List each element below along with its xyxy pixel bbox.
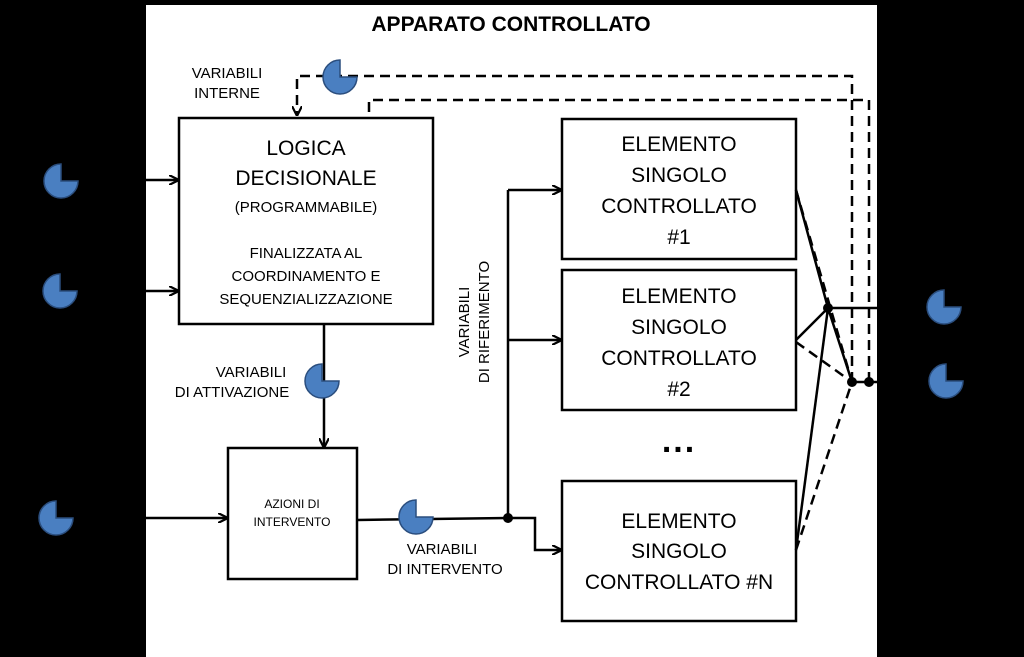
logic-decision-box: LOGICA DECISIONALE (PROGRAMMABILE) FINAL… (177, 116, 435, 326)
label-internal-vars-1: VARIABILI (192, 65, 263, 82)
logic-line2: DECISIONALE (235, 167, 376, 190)
ellipsis: ... (662, 422, 696, 460)
diagram-title: APPARATO CONTROLLATO (371, 13, 650, 36)
label-intervention-vars-2: DI INTERVENTO (387, 561, 502, 578)
element-1-line3: CONTROLLATO (601, 195, 757, 218)
element-box-2: ELEMENTO SINGOLO CONTROLLATO #2 (560, 268, 798, 412)
actions-line2: INTERVENTO (254, 515, 331, 529)
logic-line5: COORDINAMENTO E (232, 268, 381, 285)
logic-line4: FINALIZZATA AL (250, 245, 363, 262)
element-n-line1: ELEMENTO (621, 510, 736, 533)
internal-feedback-inner (367, 98, 871, 382)
logic-line6: SEQUENZIALIZZAZIONE (219, 291, 392, 308)
pacman-icon (926, 289, 962, 325)
actions-line1: AZIONI DI (264, 497, 319, 511)
reference-arrow-n (508, 516, 561, 550)
junction-feedback-1 (847, 377, 857, 387)
dashed-from-element-2 (795, 340, 853, 384)
element-2-line4: #2 (667, 378, 690, 401)
element-2-line3: CONTROLLATO (601, 347, 757, 370)
label-activation-vars-1: VARIABILI (216, 364, 287, 381)
pacman-icon (43, 163, 79, 199)
element-1-line2: SINGOLO (631, 164, 727, 187)
element-n-line3: CONTROLLATO #N (585, 571, 773, 594)
element-1-line1: ELEMENTO (621, 133, 736, 156)
logic-line1: LOGICA (266, 137, 345, 160)
output-line-2 (795, 307, 829, 341)
output-line-n (794, 307, 830, 551)
element-box-n: ELEMENTO SINGOLO CONTROLLATO #N (560, 479, 798, 623)
element-1-line4: #1 (667, 226, 690, 249)
logic-line3: (PROGRAMMABILE) (235, 199, 378, 216)
dashed-from-element-1 (794, 189, 854, 383)
pacman-icon (928, 363, 964, 399)
label-intervention-vars-1: VARIABILI (407, 541, 478, 558)
junction-intervention (503, 513, 513, 523)
label-activation-vars-2: DI ATTIVAZIONE (175, 384, 289, 401)
label-internal-vars-2: INTERNE (194, 85, 260, 102)
junction-output-1 (823, 303, 833, 313)
internal-feedback-outer (297, 74, 854, 382)
intervention-actions-box: AZIONI DI INTERVENTO (226, 446, 359, 581)
element-n-line2: SINGOLO (631, 540, 727, 563)
junction-feedback-2 (864, 377, 874, 387)
element-2-line2: SINGOLO (631, 316, 727, 339)
element-2-line1: ELEMENTO (621, 285, 736, 308)
label-reference-vars-1: VARIABILI (456, 287, 473, 358)
element-box-1: ELEMENTO SINGOLO CONTROLLATO #1 (560, 117, 798, 261)
dashed-connectors (297, 74, 871, 551)
pacman-icon (38, 500, 74, 536)
label-reference-vars-2: DI RIFERIMENTO (476, 261, 493, 383)
dashed-from-element-n (794, 381, 854, 551)
pacman-icon (42, 273, 78, 309)
